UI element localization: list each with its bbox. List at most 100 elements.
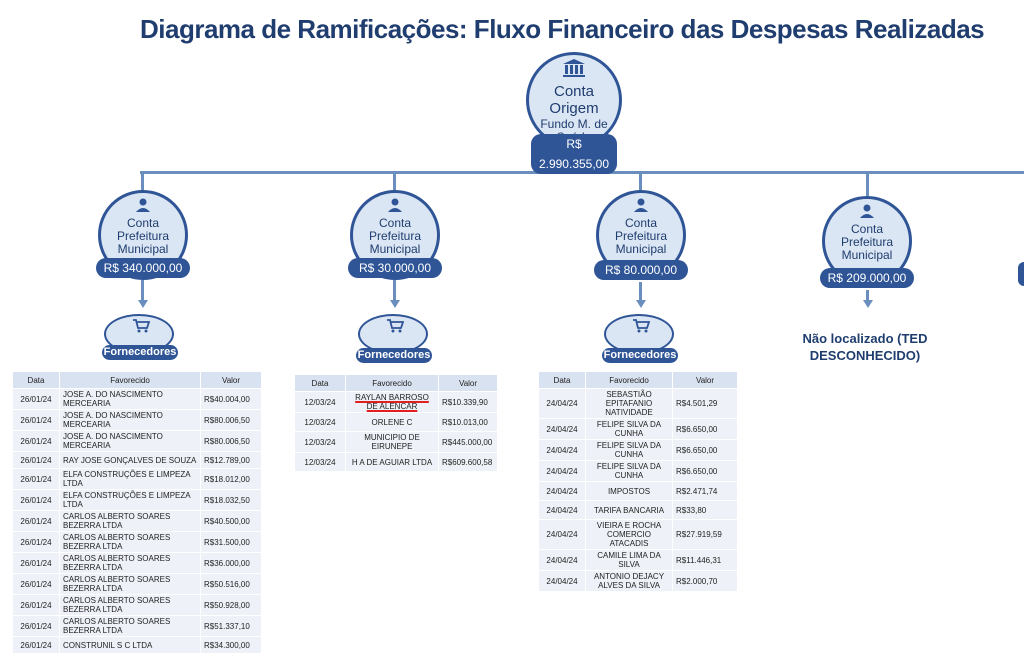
shopping-cart-icon [387, 319, 404, 333]
cell-valor: R$33,80 [672, 500, 738, 520]
cell-valor: R$2.471,74 [672, 481, 738, 501]
cell-date: 26/01/24 [12, 615, 60, 637]
cell-date: 26/01/24 [12, 510, 60, 532]
cell-favorecido: CARLOS ALBERTO SOARES BEZERRA LTDA [59, 573, 201, 595]
origin-node: Conta Origem Fundo M. de Saúde [526, 52, 622, 148]
supplier-label-3: Fornecedores [602, 348, 678, 363]
cell-valor: R$4.501,29 [672, 388, 738, 419]
branch-title-1: Conta Prefeitura Municipal [116, 216, 170, 256]
arrow-down-icon [636, 300, 646, 308]
cell-date: 24/04/24 [538, 460, 586, 482]
cell-valor: R$51.337,10 [200, 615, 262, 637]
cell-valor: R$18.012,00 [200, 468, 262, 490]
cell-valor: R$18.032,50 [200, 489, 262, 511]
cell-favorecido: FELIPE SILVA DA CUNHA [585, 418, 673, 440]
person-icon [136, 198, 150, 212]
cell-valor: R$609.600,58 [438, 452, 498, 472]
cell-valor: R$34.300,00 [200, 636, 262, 654]
supplier-label-2: Fornecedores [356, 348, 432, 363]
cell-date: 26/01/24 [12, 489, 60, 511]
cell-date: 26/01/24 [12, 409, 60, 431]
table-header-date: Data [538, 371, 586, 389]
branch-note-4: Não localizado (TED DESCONHECIDO) [802, 331, 928, 363]
cell-valor: R$50.928,00 [200, 594, 262, 616]
cell-date: 26/01/24 [12, 552, 60, 574]
cell-favorecido: MUNICIPIO DE EIRUNEPE [345, 431, 439, 453]
origin-title: Conta Origem [549, 83, 599, 117]
arrow-down-icon [390, 300, 400, 308]
cell-valor: R$12.789,00 [200, 451, 262, 469]
branch-down-3 [639, 282, 642, 302]
branch-amount-3: R$ 80.000,00 [594, 260, 688, 280]
cell-valor: R$50.516,00 [200, 573, 262, 595]
table-header-valor: Valor [438, 374, 498, 392]
shopping-cart-icon [133, 319, 150, 333]
cell-favorecido: JOSE A. DO NASCIMENTO MERCEARIA [59, 430, 201, 452]
person-icon [634, 198, 648, 212]
cell-date: 26/01/24 [12, 468, 60, 490]
cell-favorecido: CONSTRUNIL S C LTDA [59, 636, 201, 654]
cell-favorecido: VIEIRA E ROCHA COMERCIO ATACADIS [585, 519, 673, 550]
cell-valor: R$11.446,31 [672, 549, 738, 571]
cell-favorecido: RAYLAN BARROSO DE ALENCAR [345, 391, 439, 413]
person-icon [860, 204, 874, 218]
cell-favorecido: RAY JOSE GONÇALVES DE SOUZA [59, 451, 201, 469]
branch-connector-3 [639, 172, 642, 192]
cell-valor: R$2.000,70 [672, 570, 738, 592]
table-header-favorecido: Favorecido [585, 371, 673, 389]
cell-date: 26/01/24 [12, 531, 60, 553]
cell-date: 26/01/24 [12, 636, 60, 654]
offscreen-branch-node [1018, 262, 1024, 286]
cell-date: 12/03/24 [294, 412, 346, 432]
cell-favorecido: ELFA CONSTRUÇÕES E LIMPEZA LTDA [59, 468, 201, 490]
cell-favorecido: ELFA CONSTRUÇÕES E LIMPEZA LTDA [59, 489, 201, 511]
page-title: Diagrama de Ramificações: Fluxo Financei… [140, 14, 985, 44]
branch-connector-1 [141, 172, 144, 194]
cell-valor: R$10.339,90 [438, 391, 498, 413]
table-header-favorecido: Favorecido [59, 371, 201, 389]
cell-valor: R$6.650,00 [672, 439, 738, 461]
cell-date: 26/01/24 [12, 451, 60, 469]
cell-favorecido: IMPOSTOS [585, 481, 673, 501]
cell-favorecido: ORLENE C [345, 412, 439, 432]
cell-favorecido: SEBASTIÃO EPITAFANIO NATIVIDADE [585, 388, 673, 419]
cell-date: 24/04/24 [538, 481, 586, 501]
cell-valor: R$27.919,59 [672, 519, 738, 550]
cell-valor: R$6.650,00 [672, 418, 738, 440]
branch-title-4: Conta Prefeitura Municipal [840, 222, 894, 262]
cell-valor: R$10.013,00 [438, 412, 498, 432]
cell-date: 12/03/24 [294, 452, 346, 472]
cell-date: 24/04/24 [538, 388, 586, 419]
cell-favorecido: JOSE A. DO NASCIMENTO MERCEARIA [59, 388, 201, 410]
cell-favorecido: CARLOS ALBERTO SOARES BEZERRA LTDA [59, 510, 201, 532]
supplier-label-1: Fornecedores [102, 345, 178, 360]
cell-date: 12/03/24 [294, 431, 346, 453]
cell-date: 24/04/24 [538, 519, 586, 550]
cell-favorecido: JOSE A. DO NASCIMENTO MERCEARIA [59, 409, 201, 431]
branch-title-3: Conta Prefeitura Municipal [614, 216, 668, 256]
cell-favorecido: CARLOS ALBERTO SOARES BEZERRA LTDA [59, 552, 201, 574]
cell-date: 24/04/24 [538, 549, 586, 571]
cell-date: 26/01/24 [12, 573, 60, 595]
cell-valor: R$445.000,00 [438, 431, 498, 453]
table-header-date: Data [12, 371, 60, 389]
branch-connector-2 [393, 172, 396, 192]
cell-date: 26/01/24 [12, 430, 60, 452]
cell-favorecido: FELIPE SILVA DA CUNHA [585, 439, 673, 461]
arrow-down-icon [138, 300, 148, 308]
